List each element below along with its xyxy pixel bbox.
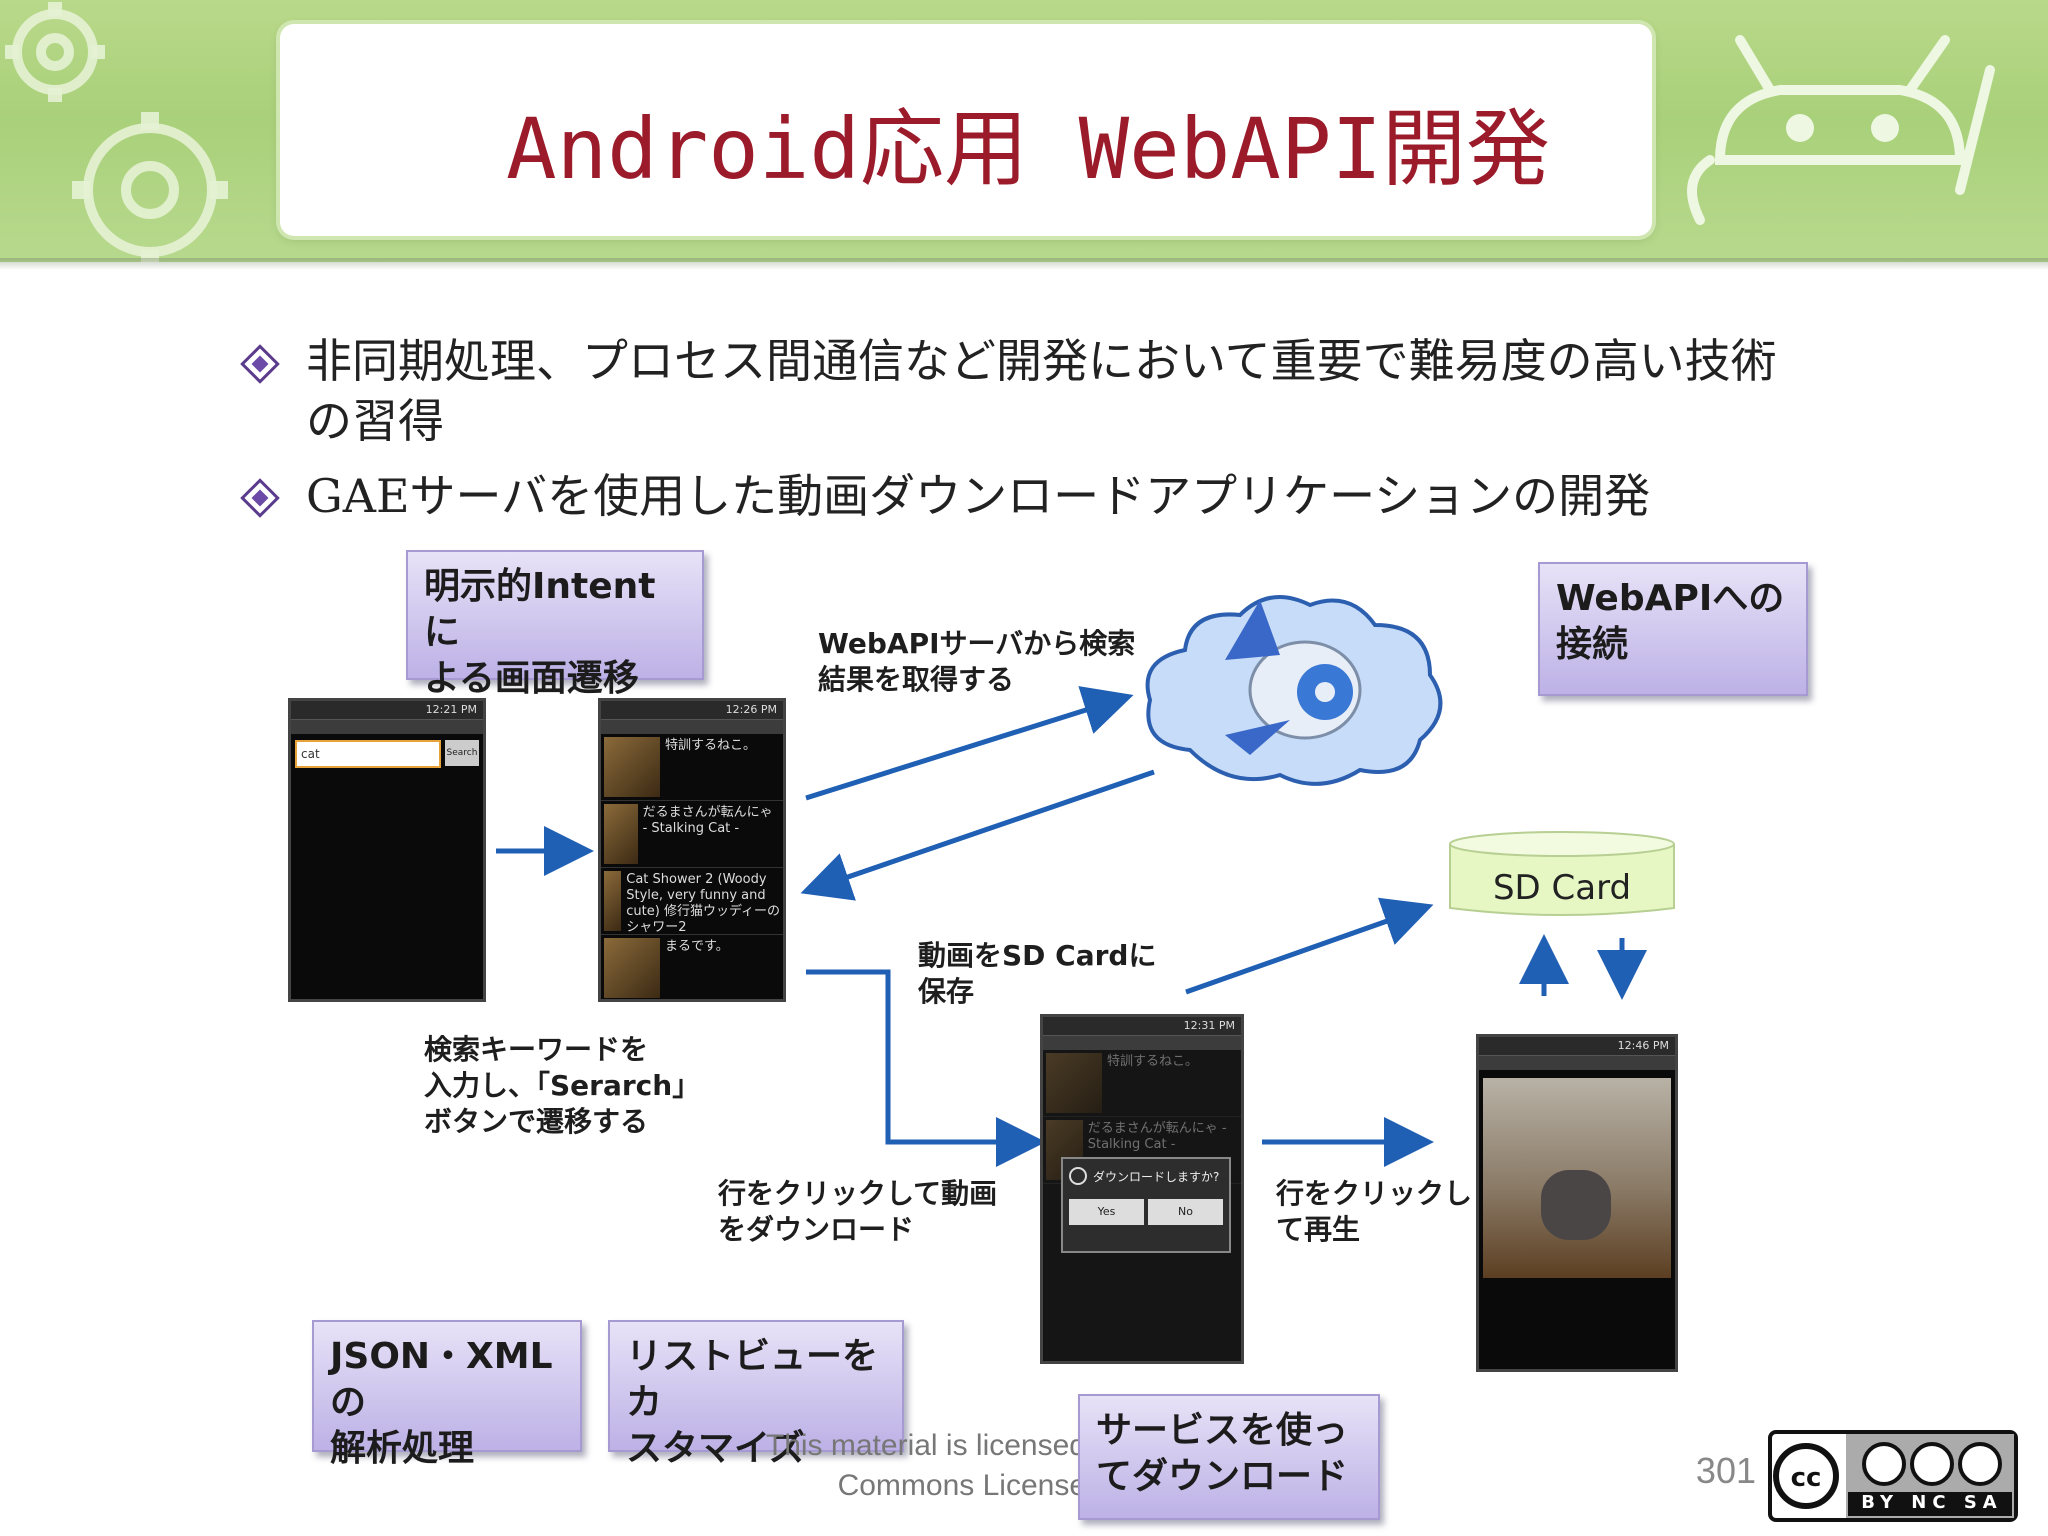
- list-item-title: だるまさんが転んにゃ - Stalking Cat -: [1087, 1121, 1227, 1152]
- note-click-play: 行をクリックし て再生: [1276, 1176, 1476, 1248]
- arrow-list-to-dialog: [806, 969, 1046, 1167]
- note-line: 入力し、「Serarch」: [424, 1069, 701, 1102]
- cc-badge-text: BY NC SA: [1861, 1492, 2003, 1513]
- note-line: 検索キーワードを: [424, 1033, 649, 1066]
- phone-statusbar: 12:26 PM: [601, 701, 783, 720]
- label-line: WebAPIへの: [1556, 578, 1785, 619]
- search-input[interactable]: cat: [295, 740, 441, 768]
- phone-player-screen: 12:46 PM: [1476, 1034, 1678, 1372]
- list-item-title: Cat Shower 2 (Woody Style, very funny an…: [626, 872, 781, 935]
- note-line: WebAPIサーバから検索: [818, 627, 1136, 660]
- phone-dialog-screen: 12:31 PM 特訓するねこ。 だるまさんが転んにゃ - Stalking C…: [1040, 1014, 1244, 1364]
- list-item[interactable]: まるです。: [601, 935, 783, 999]
- list-item-title: だるまさんが転んにゃ - Stalking Cat -: [642, 805, 773, 836]
- note-line: 結果を取得する: [818, 663, 1015, 696]
- label-listview: リストビューをカ スタマイズ: [608, 1320, 904, 1469]
- list-item-title: 特訓するねこ。: [1107, 1054, 1199, 1069]
- phone-appbar: [291, 720, 483, 734]
- list-item[interactable]: Cat Shower 2 (Woody Style, very funny an…: [601, 868, 783, 935]
- video-thumbnail: [604, 871, 622, 931]
- sd-card-cylinder: [1449, 831, 1675, 916]
- video-thumbnail: [604, 737, 660, 797]
- label-explicit-intent: 明示的Intentに よる画面遷移: [406, 550, 704, 699]
- note-line: 行をクリックして動画: [718, 1177, 998, 1210]
- label-json-xml: JSON・XMLの 解析処理: [312, 1320, 582, 1469]
- bullet-2: GAEサーバを使用した動画ダウンロードアプリケーションの開発: [306, 469, 1651, 523]
- sd-card-label: SD Card: [1492, 868, 1632, 908]
- note-line: をダウンロード: [718, 1213, 915, 1246]
- note-line: ボタンで遷移する: [424, 1105, 649, 1138]
- header-shadow: [0, 258, 2048, 270]
- note-enter-keyword: 検索キーワードを 入力し、「Serarch」 ボタンで遷移する: [424, 1032, 704, 1140]
- slide-title: Android応用 WebAPI開発: [506, 100, 1551, 198]
- label-line: JSON・XMLの: [330, 1336, 553, 1423]
- list-item[interactable]: 特訓するねこ。: [601, 734, 783, 801]
- arrow-to-sdcard: [1185, 897, 1434, 995]
- gae-cloud-icon: [1145, 595, 1443, 786]
- dialog-yes-button[interactable]: Yes: [1069, 1199, 1144, 1225]
- cc-license-badge: cc BY NC SA: [1768, 1430, 2018, 1522]
- question-icon: [1069, 1167, 1087, 1185]
- gear-decoration-icon: [5, 2, 228, 262]
- phone-list-screen: 12:26 PM 特訓するねこ。 だるまさんが転んにゃ - Stalking C…: [598, 698, 786, 1002]
- list-item-title: まるです。: [665, 939, 729, 954]
- label-line: リストビューをカ: [626, 1336, 879, 1423]
- list-item-title: 特訓するねこ。: [665, 738, 757, 753]
- phone-search-screen: 12:21 PM cat Search: [288, 698, 486, 1002]
- note-line: 保存: [918, 975, 975, 1008]
- video-thumbnail: [604, 804, 638, 864]
- bullet-1-line-2: の習得: [306, 394, 444, 448]
- phone-appbar: [1479, 1056, 1675, 1070]
- label-line: サービスを使っ: [1096, 1410, 1349, 1451]
- arrow-from-server: [800, 769, 1155, 901]
- page-number: 301: [1695, 1450, 1756, 1491]
- label-line: 接続: [1556, 624, 1629, 665]
- android-robot-icon: [1687, 35, 1995, 225]
- license-text: This material is licensed Commons Licens…: [680, 1426, 1086, 1506]
- label-line: 明示的Intentに: [424, 566, 656, 653]
- note-click-download: 行をクリックして動画 をダウンロード: [718, 1176, 1018, 1248]
- title-panel: [280, 24, 1652, 236]
- phone-appbar: [1043, 1036, 1241, 1050]
- note-save-sd: 動画をSD Cardに 保存: [918, 938, 1178, 1010]
- cat-figure: [1541, 1170, 1611, 1240]
- label-line: 解析処理: [330, 1428, 475, 1469]
- phone-statusbar: 12:21 PM: [291, 701, 483, 720]
- note-line: 行をクリックし: [1276, 1177, 1473, 1210]
- svg-text:cc: cc: [1791, 1463, 1822, 1493]
- license-line-1: This material is licensed: [765, 1429, 1086, 1462]
- label-line: スタマイズ: [626, 1428, 805, 1469]
- phone-appbar: [601, 720, 783, 734]
- phone-statusbar: 12:46 PM: [1479, 1037, 1675, 1056]
- video-thumbnail: [604, 938, 660, 998]
- label-line: てダウンロード: [1096, 1456, 1349, 1497]
- list-item: だるまさんが転んにゃ - Stalking Cat -: [1043, 1117, 1241, 1184]
- video-player[interactable]: [1483, 1078, 1671, 1278]
- list-item[interactable]: だるまさんが転んにゃ - Stalking Cat -: [601, 801, 783, 868]
- label-webapi-connect: WebAPIへの 接続: [1538, 562, 1808, 696]
- bullet-1-line-1: 非同期処理、プロセス間通信など開発において重要で難易度の高い技術: [306, 334, 1777, 388]
- cc-by-nc-sa-icon: cc: [1773, 1434, 2014, 1518]
- download-dialog: ダウンロードしますか? Yes No: [1061, 1157, 1231, 1253]
- note-line: て再生: [1276, 1213, 1361, 1246]
- dialog-no-button[interactable]: No: [1148, 1199, 1223, 1225]
- note-line: 動画をSD Cardに: [918, 939, 1157, 972]
- list-item: 特訓するねこ。: [1043, 1050, 1241, 1117]
- license-line-2: Commons License: [837, 1469, 1086, 1502]
- dialog-title: ダウンロードしますか?: [1093, 1169, 1220, 1184]
- video-thumbnail: [1046, 1053, 1102, 1113]
- note-fetch-results: WebAPIサーバから検索 結果を取得する: [818, 626, 1158, 698]
- label-line: よる画面遷移: [424, 658, 639, 699]
- arrow-to-server: [805, 686, 1134, 801]
- phone-statusbar: 12:31 PM: [1043, 1017, 1241, 1036]
- search-button[interactable]: Search: [445, 740, 479, 766]
- label-service: サービスを使っ てダウンロード: [1078, 1394, 1380, 1520]
